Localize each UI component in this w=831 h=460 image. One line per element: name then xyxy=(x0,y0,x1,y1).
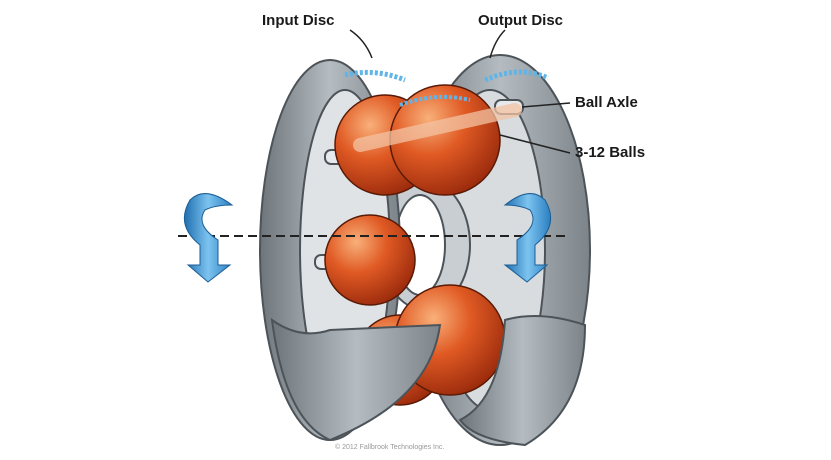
input-disc-label: Input Disc xyxy=(262,12,335,29)
output-flow-arrow xyxy=(484,69,550,83)
ball-axle xyxy=(353,103,522,152)
output-rotation-arrow xyxy=(503,193,552,283)
ball-axle-label: Ball Axle xyxy=(575,94,638,111)
input-rotation-arrow xyxy=(183,193,234,283)
input-disc-lower xyxy=(270,317,442,442)
output-disc-lower xyxy=(458,315,587,447)
output-disc-label: Output Disc xyxy=(478,12,563,29)
input-flow-arrow xyxy=(344,69,406,83)
balls-label: 3-12 Balls xyxy=(575,144,646,161)
leader-lines xyxy=(349,29,571,154)
ball-flow-arrow xyxy=(399,95,471,107)
copyright-text: © 2012 Fallbrook Technologies Inc. xyxy=(335,444,445,451)
